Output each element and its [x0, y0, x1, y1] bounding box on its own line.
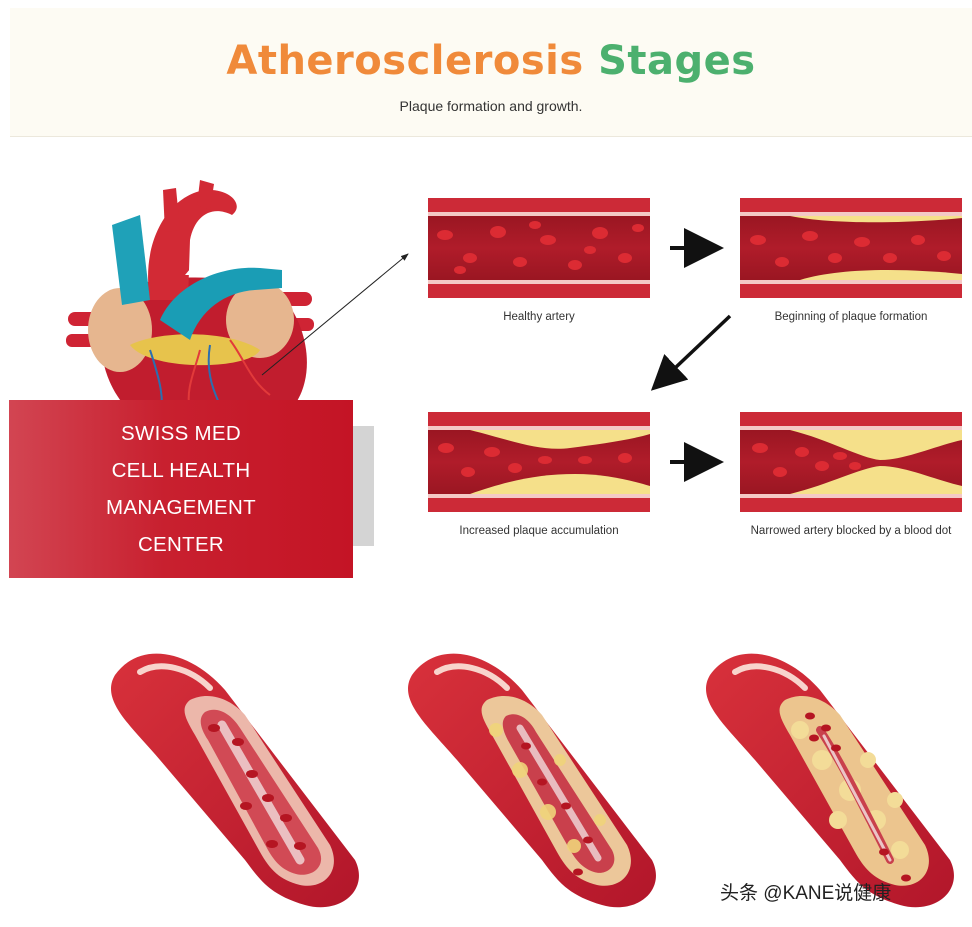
vessel-cutaway-blocked	[706, 653, 954, 908]
center-badge: SWISS MED CELL HEALTH MANAGEMENT CENTER	[9, 400, 353, 578]
vessel-cutaway-healthy	[111, 653, 359, 908]
stage-4-artery	[740, 412, 962, 512]
vessel-cutaway-plaque	[408, 653, 656, 908]
stage-2-label: Beginning of plaque formation	[774, 311, 928, 323]
pointer-line	[261, 253, 409, 376]
badge-line-2: CELL HEALTH	[111, 459, 251, 482]
badge-line-3: MANAGEMENT	[106, 496, 256, 519]
stage-3-artery	[428, 412, 650, 512]
watermark-text: 头条 @KANE说健康	[720, 883, 892, 904]
stage-1-artery	[428, 198, 650, 298]
stage-4-label: Narrowed artery blocked by a blood dot	[750, 525, 952, 537]
heart-illustration	[66, 180, 314, 443]
stage-2-artery	[740, 198, 962, 298]
arrow-stage2-to-3	[650, 314, 732, 391]
stage-1-label: Healthy artery	[503, 311, 575, 323]
title-word-1: Atherosclerosis	[226, 38, 584, 84]
page-subtitle: Plaque formation and growth.	[399, 98, 583, 114]
header-banner: Atherosclerosis Stages Plaque formation …	[10, 8, 972, 137]
badge-line-4: CENTER	[137, 533, 225, 556]
badge-line-1: SWISS MED	[120, 422, 241, 445]
stage-3-label: Increased plaque accumulation	[459, 525, 619, 537]
title-word-2: Stages	[598, 38, 756, 84]
page-title: Atherosclerosis Stages	[10, 38, 972, 84]
